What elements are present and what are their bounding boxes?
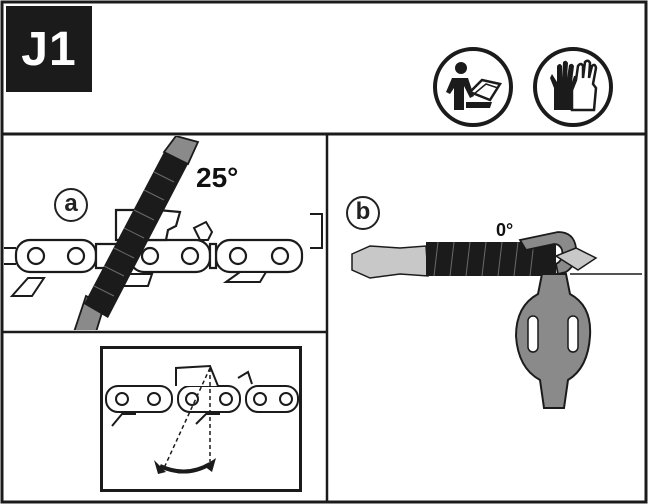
file-guide-tool: [351, 231, 642, 409]
detail-inset: [100, 346, 302, 492]
panel-b-angle: 0°: [496, 220, 514, 240]
panel-a-label: a: [54, 188, 88, 222]
read-manual-icon: [433, 47, 513, 127]
panel-a-angle: 25°: [196, 162, 239, 193]
protective-gloves-icon: [533, 47, 613, 127]
panel-b-label: b: [346, 196, 380, 230]
step-title: J1: [6, 6, 92, 92]
chain-segment-with-file: [4, 136, 323, 330]
